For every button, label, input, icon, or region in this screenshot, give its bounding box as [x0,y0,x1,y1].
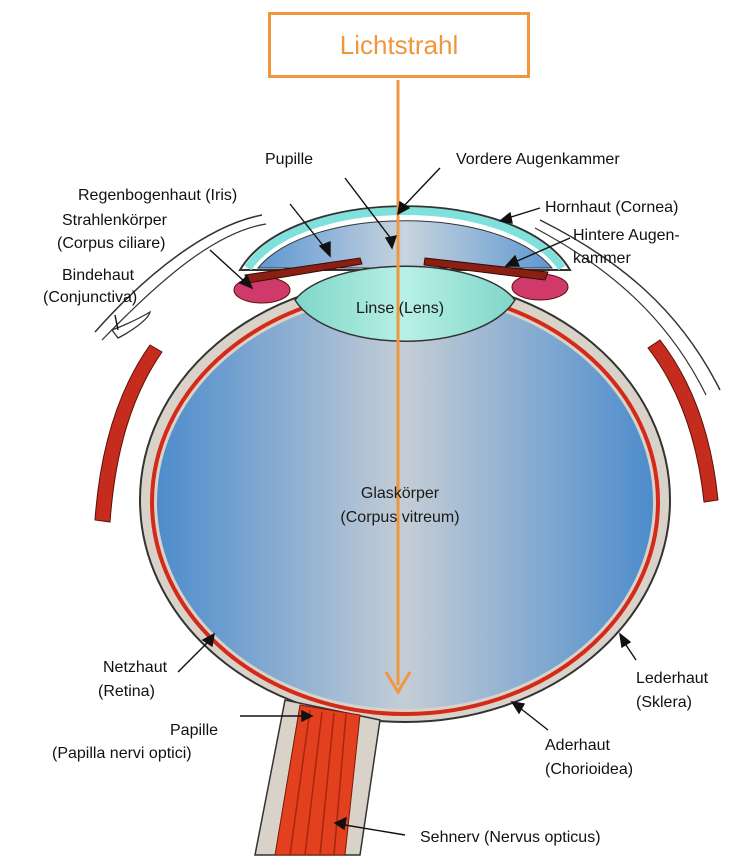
label-pupille: Pupille [265,151,313,168]
light-ray-title: Lichtstrahl [340,30,459,61]
label-hornhaut: Hornhaut (Cornea) [545,199,678,216]
label-strahlenkoerper-2: (Corpus ciliare) [57,235,165,252]
label-aderhaut-1: Aderhaut [545,737,610,754]
label-bindehaut-1: Bindehaut [62,267,135,284]
label-glaskoerper-2: (Corpus vitreum) [340,509,459,526]
label-papille-1: Papille [170,722,218,739]
label-linse: Linse (Lens) [356,300,444,317]
label-netzhaut-1: Netzhaut [103,659,168,676]
label-sehnerv: Sehnerv (Nervus opticus) [420,829,601,846]
label-lederhaut-1: Lederhaut [636,670,709,687]
label-regenbogenhaut: Regenbogenhaut (Iris) [78,187,237,204]
label-glaskoerper-1: Glaskörper [361,485,440,502]
label-aderhaut-2: (Chorioidea) [545,761,633,778]
label-papille-2: (Papilla nervi optici) [52,745,192,762]
label-bindehaut-2: (Conjunctiva) [43,289,137,306]
light-ray-title-box: Lichtstrahl [268,12,530,78]
label-vordere-augenkammer: Vordere Augenkammer [456,151,620,168]
vitreous-body [157,295,653,709]
label-hintere-augenkammer-1: Hintere Augen- [573,227,680,244]
label-strahlenkoerper-1: Strahlenkörper [62,212,168,229]
label-netzhaut-2: (Retina) [98,683,155,700]
label-hintere-augenkammer-2: kammer [573,250,631,267]
label-lederhaut-2: (Sklera) [636,694,692,711]
